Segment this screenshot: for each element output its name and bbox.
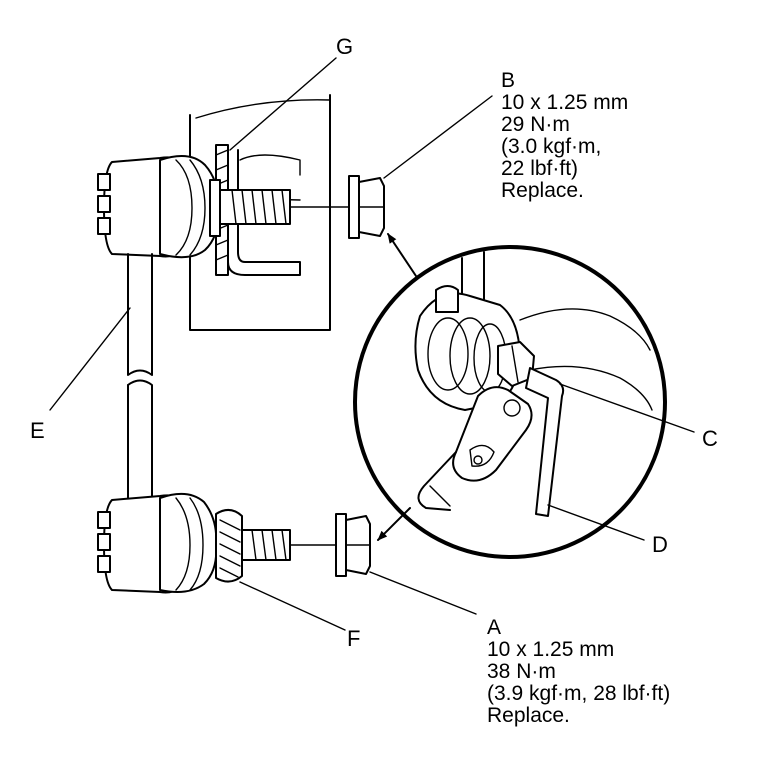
callout-B-letter: B <box>501 69 516 92</box>
detail-inset <box>353 245 667 559</box>
callout-B-torque: 29 N·m <box>501 113 570 136</box>
label-F: F <box>347 626 361 651</box>
lower-flange-nut <box>335 513 371 577</box>
callout-A-torque: 38 N·m <box>487 660 556 683</box>
callout-A-note: Replace. <box>487 704 570 727</box>
upper-flange-nut <box>348 175 385 239</box>
label-D: D <box>652 532 668 557</box>
label-G: G <box>336 34 354 59</box>
leader-D <box>547 504 645 541</box>
arrow-to-upper-nut <box>387 233 417 277</box>
callout-B-torque-alt-2: 22 lbf·ft) <box>501 157 579 180</box>
arrow-to-lower-nut <box>377 507 411 541</box>
callout-A-torque-alt: (3.9 kgf·m, 28 lbf·ft) <box>487 682 671 705</box>
label-C: C <box>702 426 718 451</box>
leader-F <box>239 581 346 631</box>
leader-B <box>383 95 493 179</box>
upper-ball-joint <box>97 155 353 259</box>
callout-B: B 10 x 1.25 mm 29 N·m (3.0 kgf·m, 22 lbf… <box>501 70 628 202</box>
leader-A <box>369 571 477 615</box>
callout-B-note: Replace. <box>501 179 584 202</box>
lower-ball-joint <box>97 492 339 594</box>
callout-A-letter: A <box>487 616 502 639</box>
link-rod <box>127 253 153 501</box>
label-E: E <box>30 418 45 443</box>
leader-C <box>559 383 695 433</box>
leader-E <box>49 307 131 411</box>
callout-A-size: 10 x 1.25 mm <box>487 638 615 661</box>
callout-B-torque-alt-1: (3.0 kgf·m, <box>501 135 602 158</box>
callout-A: A 10 x 1.25 mm 38 N·m (3.9 kgf·m, 28 lbf… <box>487 617 670 727</box>
leader-G <box>229 57 337 151</box>
callout-B-size: 10 x 1.25 mm <box>501 91 629 114</box>
